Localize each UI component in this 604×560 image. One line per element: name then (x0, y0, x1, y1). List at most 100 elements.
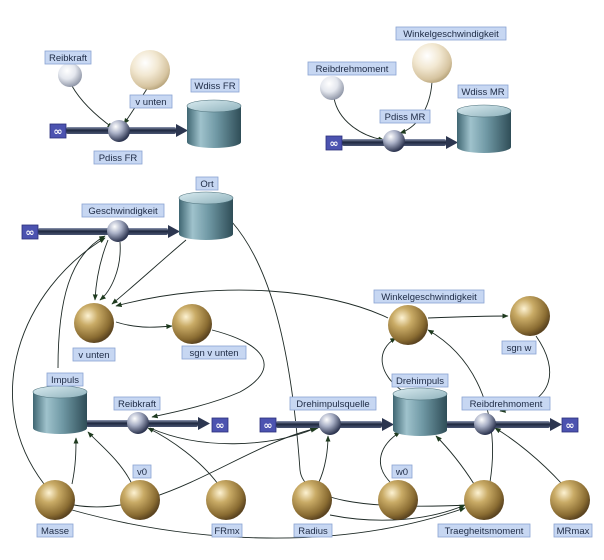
label-geschwindigkeit: Geschwindigkeit (81, 203, 165, 218)
svg-text:MRmax: MRmax (557, 526, 590, 537)
svg-text:sgn v unten: sgn v unten (189, 348, 238, 359)
svg-text:FRmx: FRmx (214, 526, 240, 537)
cloud-symbol: ∞ (565, 419, 574, 432)
cloud-source-drehimpulsquelle: ∞ (259, 417, 277, 433)
cloud-symbol: ∞ (25, 226, 34, 239)
label-radius: Radius (293, 523, 333, 538)
svg-text:Traegheitsmoment: Traegheitsmoment (445, 526, 524, 537)
aux-v-unten-top[interactable] (130, 50, 170, 90)
aux-w0[interactable] (378, 480, 418, 520)
aux-reibkraft-top[interactable] (58, 63, 82, 87)
aux-v0[interactable] (120, 480, 160, 520)
svg-text:Drehimpuls: Drehimpuls (396, 376, 444, 387)
link-traeg-drehimpuls (435, 435, 475, 485)
stock-ort[interactable] (178, 191, 234, 240)
link-sgnv-reibkraft (151, 329, 265, 419)
label-traegheitsmoment: Traegheitsmoment (437, 523, 531, 538)
label-w0: w0 (391, 464, 413, 479)
label-v-unten-top: v unten (129, 94, 173, 109)
link-reibdreh-pdissmr (333, 97, 385, 142)
label-ort: Ort (195, 176, 219, 191)
aux-frmx[interactable] (206, 480, 246, 520)
aux-sgn-v-unten[interactable] (172, 304, 212, 344)
link-mrmax-reibdreh (494, 427, 563, 485)
aux-winkelgeschw-top[interactable] (412, 43, 452, 83)
link-masse-dreh (73, 426, 319, 508)
link-vunten-sgn (115, 321, 173, 330)
svg-text:Masse: Masse (41, 526, 69, 537)
aux-sgn-w[interactable] (510, 296, 550, 336)
valve-reibdrehmoment[interactable] (474, 413, 496, 435)
label-sgn-v-unten: sgn v unten (181, 345, 247, 360)
valve-pdiss-fr[interactable] (108, 120, 130, 142)
cloud-source-pdissfr: ∞ (49, 123, 67, 139)
label-reibkraft-top: Reibkraft (44, 50, 92, 65)
valve-pdiss-mr[interactable] (383, 130, 405, 152)
link-w0-drehimpuls (380, 431, 401, 485)
stock-impuls[interactable] (32, 385, 88, 434)
svg-text:v unten: v unten (78, 350, 109, 361)
label-masse: Masse (36, 523, 74, 538)
cloud-symbol: ∞ (53, 125, 62, 138)
aux-v-unten[interactable] (74, 303, 114, 343)
cloud-symbol: ∞ (329, 137, 338, 150)
label-impuls: Impuls (46, 372, 84, 387)
link-ort-vunten (111, 239, 187, 305)
link-traeg-winkel (427, 329, 493, 483)
flow-pipes (38, 124, 562, 431)
link-radius-drehquelle (317, 435, 331, 485)
link-reibkraft-pdissfr (71, 85, 114, 129)
link-winkel-sgnw (427, 313, 509, 319)
stock-drehimpuls[interactable] (392, 387, 448, 436)
link-v0-impuls (87, 431, 133, 485)
svg-text:Reibkraft: Reibkraft (49, 53, 87, 64)
svg-text:Winkelgeschwindigkeit: Winkelgeschwindigkeit (403, 29, 499, 40)
label-pdiss-mr: Pdiss MR (379, 109, 431, 124)
link-radius-traeg (329, 504, 466, 521)
cloud-sink-reibkraft: ∞ (211, 417, 229, 433)
svg-text:v unten: v unten (135, 97, 166, 108)
cloud-source-pdissmr: ∞ (325, 135, 343, 151)
aux-radius[interactable] (292, 480, 332, 520)
svg-text:Reibkraft: Reibkraft (118, 399, 156, 410)
connector-links (12, 81, 563, 539)
stock-wdiss-mr[interactable] (456, 104, 512, 153)
svg-text:Winkelgeschwindigkeit: Winkelgeschwindigkeit (381, 292, 477, 303)
cloud-symbol: ∞ (263, 419, 272, 432)
cloud-source-geschwindigkeit: ∞ (21, 224, 39, 240)
svg-text:Drehimpulsquelle: Drehimpulsquelle (296, 399, 369, 410)
valve-geschwindigkeit[interactable] (107, 220, 129, 242)
svg-text:Wdiss FR: Wdiss FR (194, 81, 235, 92)
svg-text:Impuls: Impuls (51, 375, 79, 386)
valve-reibkraft[interactable] (127, 412, 149, 434)
svg-text:sgn w: sgn w (507, 343, 532, 354)
svg-text:w0: w0 (395, 467, 408, 478)
aux-mrmax[interactable] (550, 480, 590, 520)
aux-winkelgeschwindigkeit[interactable] (388, 305, 428, 345)
label-reibdrehmoment: Reibdrehmoment (461, 396, 551, 411)
link-reibkraft-drehquelle (149, 427, 317, 445)
svg-text:Wdiss MR: Wdiss MR (461, 87, 504, 98)
label-wdiss-mr: Wdiss MR (457, 84, 509, 99)
label-v-unten: v unten (72, 347, 116, 362)
label-wdiss-fr: Wdiss FR (190, 78, 240, 93)
link-geschw-vunten (92, 239, 109, 301)
aux-traegheitsmoment[interactable] (464, 480, 504, 520)
label-winkelgeschwindigkeit: Winkelgeschwindigkeit (373, 289, 485, 304)
aux-reibdrehmoment-top[interactable] (320, 76, 344, 100)
cloud-symbol: ∞ (215, 419, 224, 432)
cloud-sink-reibdrehmoment: ∞ (561, 417, 579, 433)
label-drehimpulsquelle: Drehimpulsquelle (289, 396, 377, 411)
aux-masse[interactable] (35, 480, 75, 520)
svg-text:Ort: Ort (200, 179, 214, 190)
link-impuls-geschw (57, 235, 106, 369)
valve-drehimpulsquelle[interactable] (319, 413, 341, 435)
stock-wdiss-fr[interactable] (186, 99, 242, 148)
svg-text:Reibdrehmoment: Reibdrehmoment (470, 399, 543, 410)
link-masse-geschw (12, 237, 106, 485)
svg-text:Reibdrehmoment: Reibdrehmoment (316, 64, 389, 75)
link-winkel-pdissmr (399, 81, 433, 134)
svg-text:Radius: Radius (298, 526, 328, 537)
label-sgn-w: sgn w (501, 340, 537, 355)
link-winkel-vunten (115, 289, 389, 319)
